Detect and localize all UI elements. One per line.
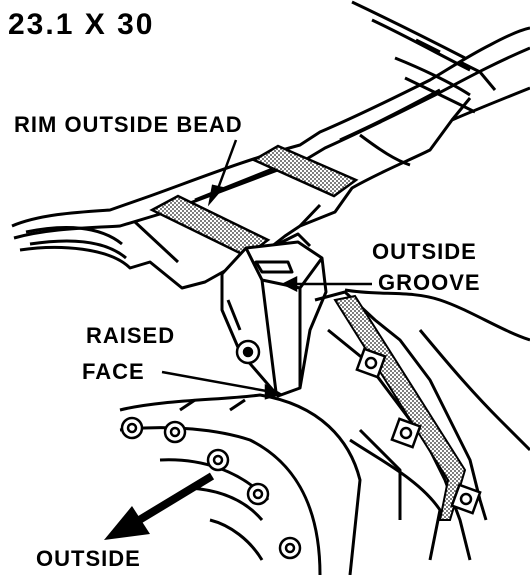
label-raised-face-line2: FACE [82,359,145,384]
label-raised-face-line1: RAISED [86,323,176,348]
label-outside: OUTSIDE [36,546,141,571]
rim [11,0,530,290]
label-rim-outside-bead: RIM OUTSIDE BEAD [14,112,243,137]
wheel-disc-bolts [120,416,302,560]
rim-outside-bead-band [149,144,359,258]
hub-lug-nuts [355,347,482,515]
clamp-wedge [220,232,328,398]
label-outside-groove-line2: GROOVE [378,270,481,295]
leader-lines [161,139,372,400]
outside-direction-arrow [104,472,215,540]
hub-stipple-strip [333,294,467,521]
clamp-bolt [235,339,261,365]
label-outside-groove-line1: OUTSIDE [372,239,477,264]
diagram-title: 23.1 X 30 [8,8,155,41]
wheel-disc [119,393,362,576]
